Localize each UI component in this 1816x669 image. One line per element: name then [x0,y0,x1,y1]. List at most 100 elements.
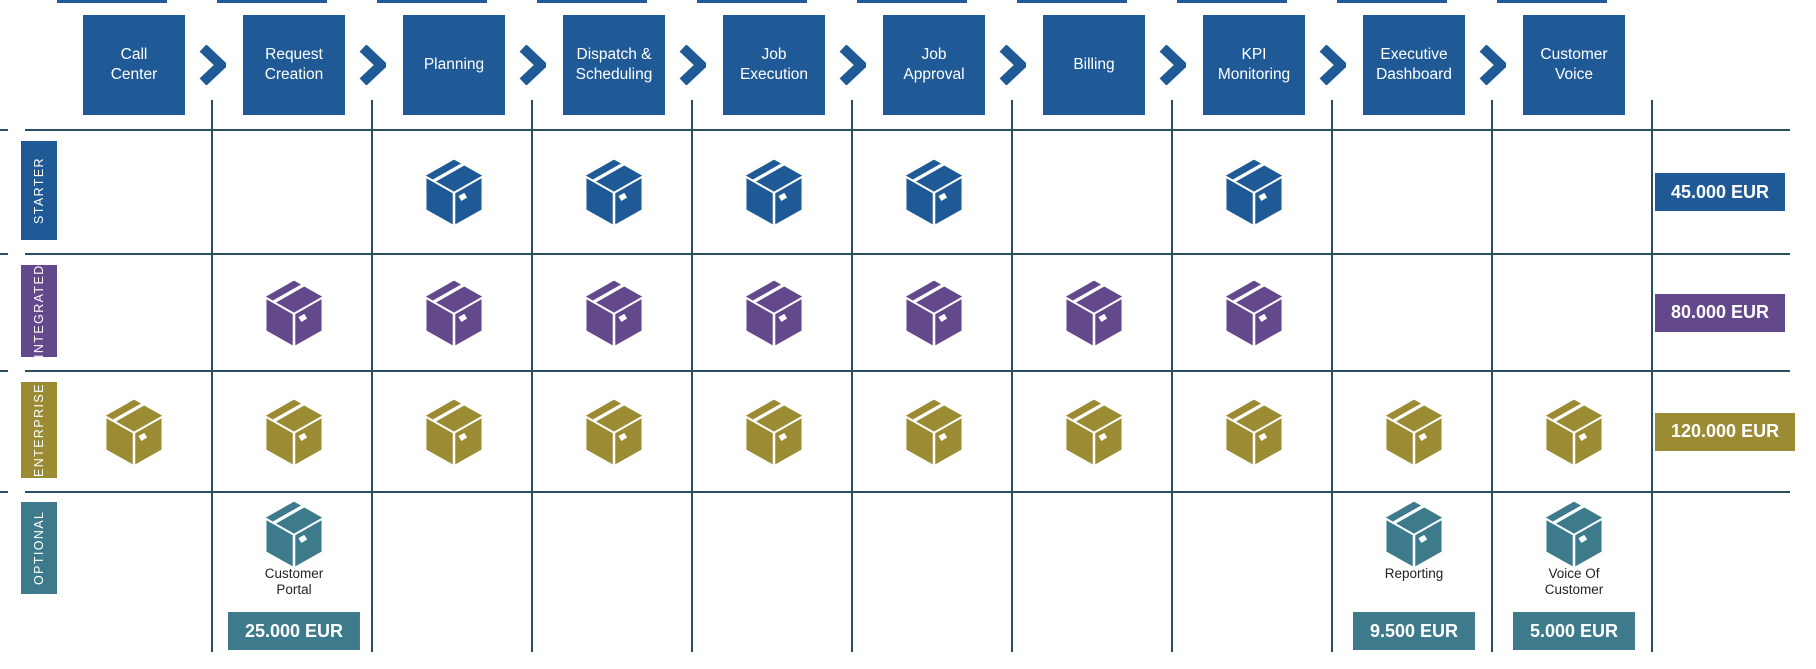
tier-price-badge-enterprise: 120.000 EUR [1655,412,1796,451]
grid-line-vertical [1491,100,1493,652]
tier-price-text: 80.000 EUR [1671,302,1770,322]
package-box-icon [902,280,966,346]
top-edge-artifact [1497,0,1607,3]
package-box-icon [582,280,646,346]
process-step-label: Dispatch & Scheduling [575,45,653,83]
grid-line-horizontal [25,491,1790,493]
tier-label-text: INTEGRATED [32,264,46,358]
top-edge-artifact [1017,0,1127,3]
chevron-right-icon [198,44,229,86]
grid-line-vertical [531,100,533,652]
package-box-icon [742,159,806,225]
package-box-icon [902,159,966,225]
grid-left-tick [0,129,8,131]
package-box-icon [742,399,806,465]
top-edge-artifact [217,0,327,3]
tier-label-text: ENTERPRISE [32,383,46,477]
package-box-icon [1542,399,1606,465]
grid-left-tick [0,491,8,493]
package-box-icon [742,280,806,346]
optional-item-label: Customer Portal [264,566,324,598]
package-box-icon [422,159,486,225]
process-step-box: Call Center [83,15,185,115]
optional-price-badge: 5.000 EUR [1512,612,1636,650]
process-step-box: KPI Monitoring [1203,15,1305,115]
package-box-icon [422,399,486,465]
tier-label-text: STARTER [32,157,46,224]
grid-line-horizontal [25,129,1790,131]
process-step-box: Executive Dashboard [1363,15,1465,115]
process-step-label: Customer Voice [1540,45,1608,83]
package-box-icon [582,399,646,465]
top-edge-artifact [537,0,647,3]
package-box-icon [1382,399,1446,465]
chevron-right-icon [1478,44,1509,86]
grid-line-vertical [691,100,693,652]
chevron-right-icon [838,44,869,86]
optional-price-text: 5.000 EUR [1529,620,1619,641]
grid-left-tick [0,370,8,372]
package-box-icon [1542,501,1606,567]
process-step-box: Dispatch & Scheduling [563,15,665,115]
chevron-right-icon [1318,44,1349,86]
package-box-icon [1062,399,1126,465]
tier-label-text: OPTIONAL [32,510,46,586]
tier-row-label-enterprise: ENTERPRISE [21,382,57,478]
tier-row-label-optional: OPTIONAL [21,502,57,594]
package-box-icon [1222,280,1286,346]
tier-price-text: 120.000 EUR [1671,421,1780,441]
top-edge-artifact [697,0,807,3]
optional-price-text: 25.000 EUR [244,620,344,641]
package-box-icon [1222,159,1286,225]
optional-item-label: Reporting [1384,566,1444,581]
grid-line-vertical [1171,100,1173,652]
package-box-icon [262,280,326,346]
process-step-label: Call Center [110,45,158,83]
chevron-right-icon [358,44,389,86]
grid-line-vertical [371,100,373,652]
process-step-label: KPI Monitoring [1217,45,1291,83]
grid-left-tick [0,253,8,255]
process-step-label: Job Approval [903,45,965,83]
package-box-icon [902,399,966,465]
chevron-right-icon [518,44,549,86]
process-step-label: Request Creation [264,45,324,83]
chevron-right-icon [998,44,1029,86]
tier-row-label-starter: STARTER [21,141,57,240]
package-box-icon [262,399,326,465]
process-step-box: Billing [1043,15,1145,115]
process-step-box: Request Creation [243,15,345,115]
top-edge-artifact [857,0,967,3]
package-box-icon [422,280,486,346]
process-step-box: Job Execution [723,15,825,115]
grid-line-horizontal [25,253,1790,255]
process-step-label: Job Execution [739,45,809,83]
tier-price-badge-starter: 45.000 EUR [1655,173,1786,211]
package-box-icon [582,159,646,225]
grid-line-vertical [211,100,213,652]
top-edge-artifact [377,0,487,3]
tier-price-badge-integrated: 80.000 EUR [1655,293,1786,332]
optional-price-text: 9.500 EUR [1369,620,1459,641]
process-step-label: Billing [1073,55,1115,73]
grid-line-vertical [1331,100,1333,652]
process-step-label: Planning [423,55,485,73]
optional-price-badge: 25.000 EUR [227,612,361,650]
tier-row-label-integrated: INTEGRATED [21,264,57,358]
grid-line-vertical [851,100,853,652]
top-edge-artifact [57,0,167,3]
package-box-icon [262,501,326,567]
process-step-box: Job Approval [883,15,985,115]
optional-price-badge: 9.500 EUR [1352,612,1476,650]
top-edge-artifact [1337,0,1447,3]
tier-price-text: 45.000 EUR [1671,181,1770,202]
top-edge-artifact [1177,0,1287,3]
chevron-right-icon [1158,44,1189,86]
process-step-box: Planning [403,15,505,115]
grid-line-vertical [1011,100,1013,652]
grid-line-vertical [1651,100,1653,652]
package-box-icon [1062,280,1126,346]
process-step-box: Customer Voice [1523,15,1625,115]
optional-item-label: Voice Of Customer [1544,566,1604,598]
